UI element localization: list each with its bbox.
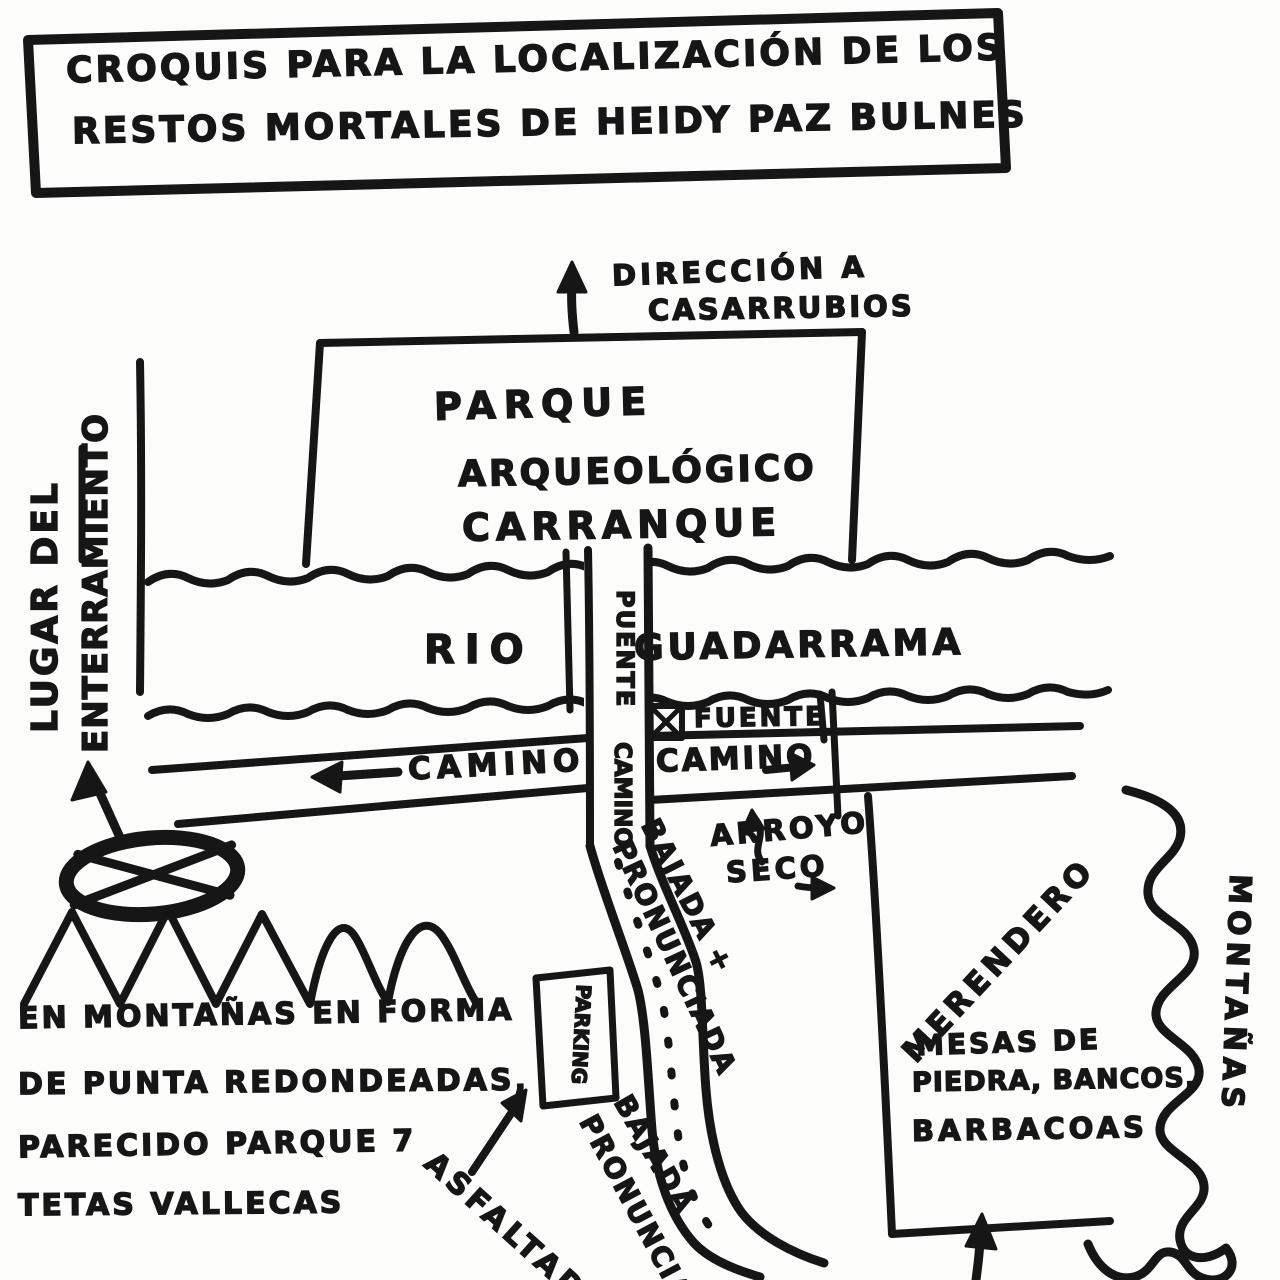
- parking-arrow-icon: [500, 1088, 528, 1123]
- arroyo-seco-arrow-icon: [740, 808, 836, 901]
- note-line-4: TETAS VALLECAS: [17, 1185, 345, 1224]
- park-outline: [302, 328, 866, 568]
- camino-right-label: CAMINO: [655, 738, 817, 781]
- picnic-detail-line-3: BARBACOAS: [911, 1109, 1149, 1149]
- river-name-rio: RIO: [423, 627, 534, 673]
- up-arrow-icon: [964, 1212, 998, 1280]
- parking-label: PARKING: [566, 983, 597, 1085]
- note-line-3: PARECIDO PARQUE 7: [17, 1123, 417, 1166]
- note-line-2: DE PUNTA REDONDEADAS,: [17, 1062, 530, 1103]
- direction-label-line-2: CASARRUBIOS: [647, 288, 916, 328]
- burial-label-line-2: ENTERRAMIENTO: [75, 412, 116, 753]
- burial-underlines: [78, 358, 146, 696]
- burial-direction-arrow-icon: [70, 760, 127, 847]
- mountains-label: MONTAÑAS: [1213, 873, 1258, 1115]
- bridge-road-edges: [562, 543, 655, 851]
- bridge-label: PUENTE: [610, 589, 639, 709]
- mountain-zigzag: [20, 906, 480, 1008]
- burial-site-label: LUGAR DEL ENTERRAMIENTO: [24, 335, 138, 755]
- picnic-detail-line-1: MESAS DE: [915, 1022, 1103, 1063]
- fountain-label: FUENTE: [693, 701, 827, 735]
- camino-left-lines: [148, 734, 592, 828]
- river-name-guadarrama: GUADARRAMA: [633, 621, 965, 669]
- burial-label-line-1: LUGAR DEL: [24, 479, 66, 733]
- bridge-road-surface: [584, 550, 652, 846]
- camino-left-arrow-icon: [310, 760, 403, 794]
- park-label-line-3: CARRANQUE: [461, 500, 783, 551]
- camino-right-arrow-icon: [762, 751, 816, 782]
- park-label-line-2: ARQUEOLÓGICO: [457, 447, 818, 496]
- merendero-outline: [828, 688, 1114, 1238]
- title-box: [23, 8, 1011, 198]
- camino-bridge-label: CAMINO: [608, 741, 635, 847]
- picnic-detail-line-2: PIEDRA, BANCOS,: [911, 1062, 1197, 1099]
- direction-arrow-icon: [556, 260, 588, 337]
- descending-road: [585, 841, 829, 1280]
- mountain-wavy-line: [1083, 785, 1237, 1280]
- parking-box: [468, 966, 620, 1176]
- park-label-line-1: PARQUE: [433, 378, 656, 429]
- wheel-marker-icon: [58, 829, 246, 923]
- camino-right-lines: [646, 722, 1084, 804]
